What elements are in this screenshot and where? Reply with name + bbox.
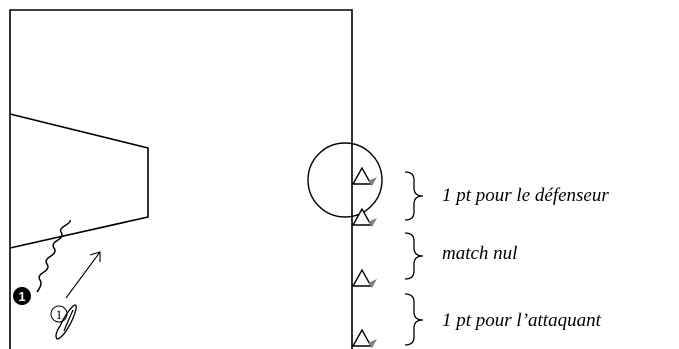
cone-2 xyxy=(351,207,377,227)
defender-shadow xyxy=(55,304,77,340)
attacker-player-marker xyxy=(13,287,31,305)
brace-draw xyxy=(404,232,424,280)
goal-area xyxy=(9,113,149,249)
pass-arrow xyxy=(65,251,101,299)
defender-circle xyxy=(307,142,383,218)
attacker-player-number: 1 xyxy=(18,289,25,304)
zone-label-defender: 1 pt pour le défenseur xyxy=(442,185,609,206)
field-boundary xyxy=(9,9,353,349)
cone-1 xyxy=(351,166,377,186)
cone-4 xyxy=(351,328,377,348)
zone-label-attacker: 1 pt pour l’attaquant xyxy=(442,310,601,331)
brace-defender xyxy=(404,171,424,221)
brace-attacker xyxy=(404,293,424,346)
defender-player-number: 1 xyxy=(56,307,63,322)
cone-3 xyxy=(351,268,377,288)
dribble-path xyxy=(36,219,71,293)
pass-arrow-head xyxy=(89,251,101,262)
zone-label-draw: match nul xyxy=(442,243,518,264)
